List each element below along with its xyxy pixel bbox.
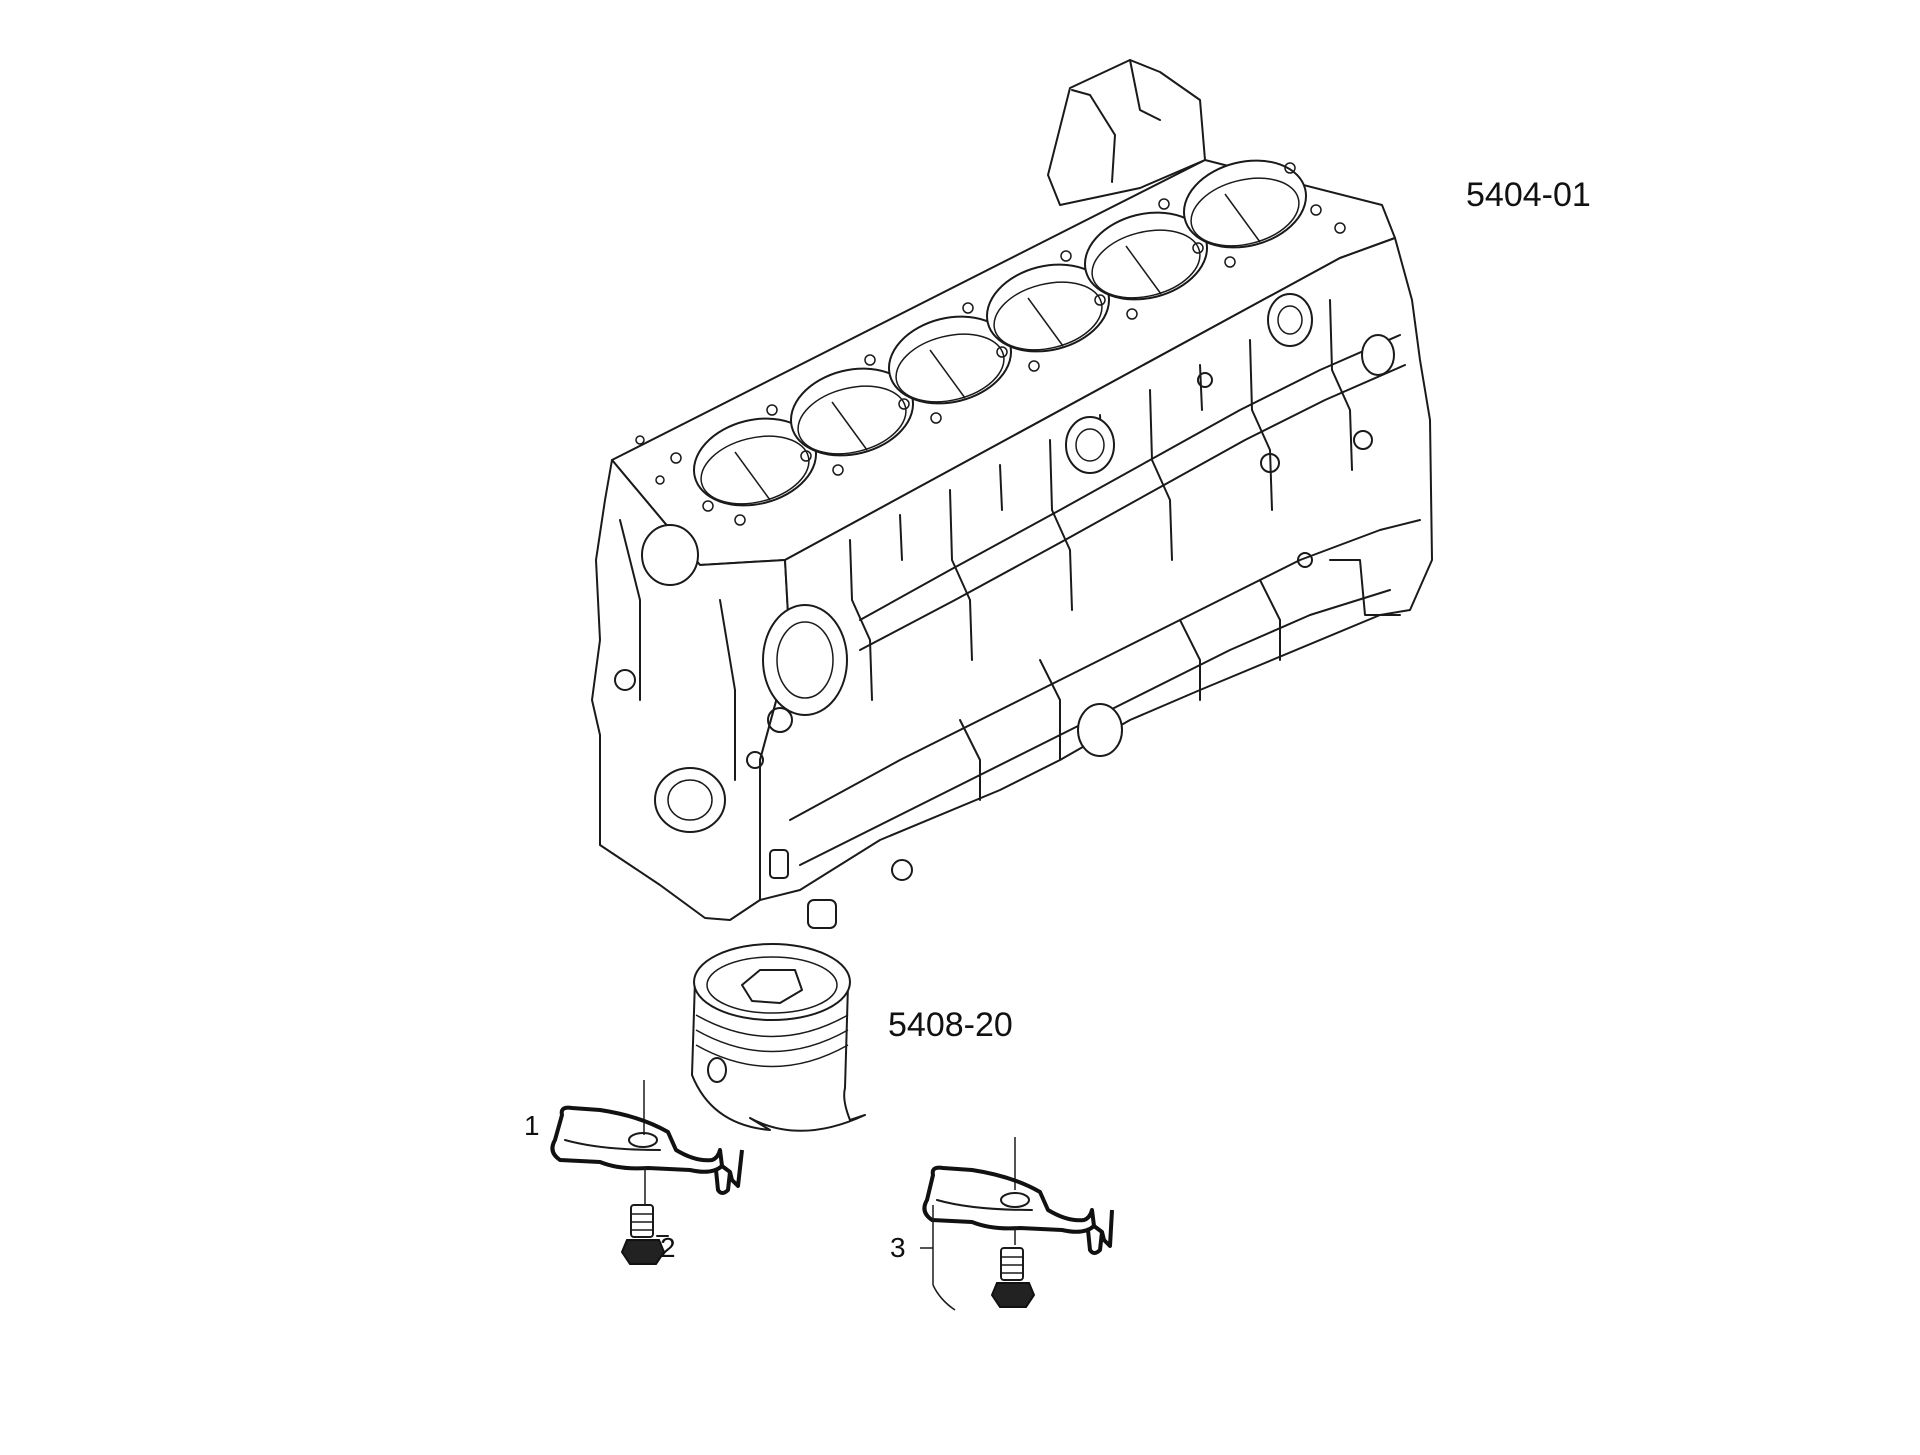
piston-cooling-nozzle-icon — [550, 1080, 744, 1195]
bolt-icon — [620, 1168, 669, 1265]
head-bolt-holes — [635, 162, 1346, 526]
part-number-3-label: 3 — [890, 1232, 906, 1263]
part-number-1-label: 1 — [524, 1110, 540, 1141]
engine-block-reference-label: 5404-01 — [1466, 176, 1591, 214]
engine-block-icon — [591, 59, 1433, 929]
piston-reference-label: 5408-20 — [888, 1006, 1013, 1044]
block-side-details — [959, 293, 1401, 801]
cylinder-bores — [692, 159, 1308, 507]
block-ribs — [849, 299, 1353, 701]
piston-icon — [691, 943, 866, 1132]
piston-cooling-nozzle-icon — [920, 1137, 1114, 1311]
bolt-icon — [990, 1228, 1036, 1308]
block-front-details — [614, 519, 913, 929]
part-number-2-label: 2 — [660, 1232, 676, 1263]
